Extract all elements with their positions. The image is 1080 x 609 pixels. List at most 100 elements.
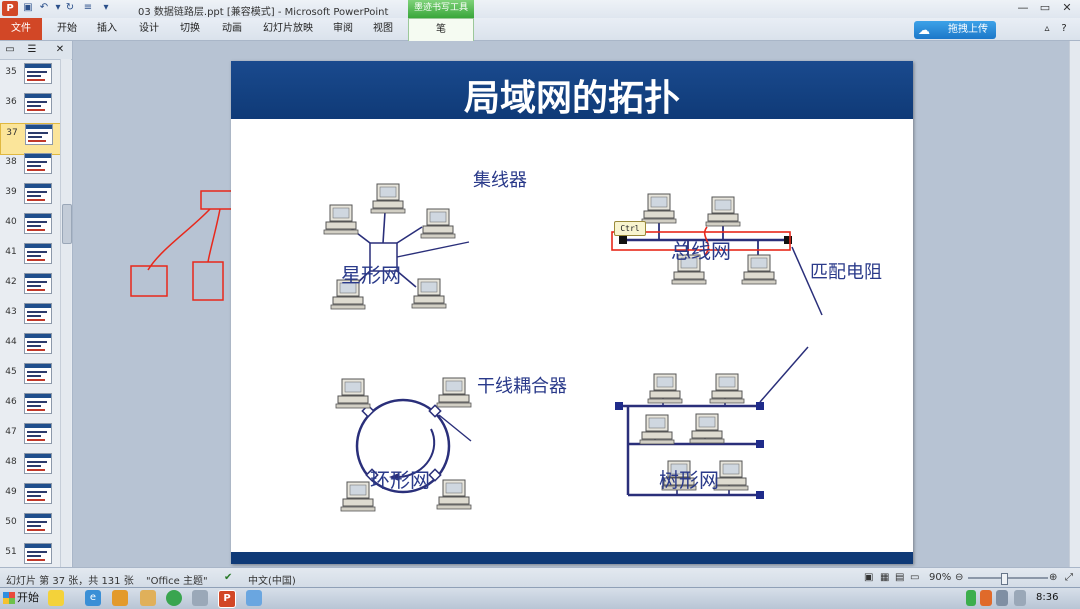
- slide-thumbnail-image: [24, 153, 52, 174]
- slide-thumbnail[interactable]: 41: [0, 243, 60, 273]
- slide-thumbnail[interactable]: 51: [0, 543, 60, 573]
- taskbar-app-icon[interactable]: [48, 590, 64, 606]
- battery-icon: [966, 590, 976, 606]
- slides-tab-icon[interactable]: ▭: [5, 44, 15, 55]
- slide-title-bar: 局域网的拓扑: [231, 61, 913, 119]
- taskbar: 开始 e P 8:36: [0, 587, 1080, 609]
- slide-thumbnail[interactable]: 37: [0, 123, 62, 155]
- slide-number: 49: [5, 487, 17, 497]
- upload-label: 拖拽上传: [948, 24, 988, 35]
- slide-number: 38: [5, 157, 17, 167]
- zoom-level[interactable]: 90%: [929, 572, 952, 583]
- slide-thumbnail[interactable]: 50: [0, 513, 60, 543]
- minimize-icon[interactable]: —: [1017, 1, 1029, 14]
- volume-icon[interactable]: [1014, 590, 1026, 606]
- zoom-slider[interactable]: [968, 573, 1048, 585]
- ink-rect-a: [130, 265, 168, 297]
- browser-icon[interactable]: [166, 590, 182, 606]
- qat-dropdown-icon[interactable]: ▾: [103, 2, 109, 13]
- slideshow-view-icon[interactable]: ▭: [910, 572, 920, 583]
- folder-icon[interactable]: [140, 590, 156, 606]
- slide-thumbnail[interactable]: 47: [0, 423, 60, 453]
- powerpoint-icon: P: [2, 1, 18, 16]
- redo-icon[interactable]: ↻: [65, 2, 75, 13]
- help-icon[interactable]: ?: [1061, 23, 1067, 34]
- powerpoint-taskbar-icon[interactable]: P: [218, 590, 236, 608]
- topology-diagram: [323, 183, 823, 512]
- upload-button[interactable]: ☁ 拖拽上传: [914, 21, 996, 39]
- outline-tab-icon[interactable]: ☰: [27, 44, 37, 55]
- tab-review[interactable]: 审阅: [333, 23, 353, 34]
- slide-number: 43: [5, 307, 17, 317]
- app-icon[interactable]: [112, 590, 128, 606]
- tab-animations[interactable]: 动画: [222, 23, 242, 34]
- ink-bus-rect: [611, 231, 791, 251]
- slide-number: 42: [5, 277, 17, 287]
- slide-thumbnail[interactable]: 49: [0, 483, 60, 513]
- slide-thumbnail[interactable]: 45: [0, 363, 60, 393]
- tab-transitions[interactable]: 切换: [180, 23, 200, 34]
- ie-icon[interactable]: e: [85, 590, 101, 606]
- language[interactable]: 中文(中国): [248, 576, 296, 587]
- workspace-scrollbar[interactable]: [1069, 41, 1080, 567]
- maximize-icon[interactable]: ▭: [1039, 1, 1051, 14]
- slide-thumbnail[interactable]: 46: [0, 393, 60, 423]
- slide-thumbnail-image: [24, 273, 52, 294]
- slide-number: 45: [5, 367, 17, 377]
- slide-thumbnail[interactable]: 44: [0, 333, 60, 363]
- slide-thumbnail[interactable]: 38: [0, 153, 60, 183]
- start-button[interactable]: 开始: [0, 588, 40, 608]
- zoom-slider-knob[interactable]: [1001, 573, 1008, 585]
- slide-sorter-icon[interactable]: ▦: [880, 572, 890, 583]
- ribbon-collapse-icon[interactable]: ▵: [1044, 23, 1050, 34]
- slide-thumbnail-image: [24, 543, 52, 564]
- app-icon-2[interactable]: [192, 590, 208, 606]
- tab-design[interactable]: 设计: [139, 23, 159, 34]
- window-icon[interactable]: [246, 590, 262, 606]
- slide-thumbnail[interactable]: 36: [0, 93, 60, 123]
- scroll-thumb[interactable]: [62, 204, 72, 244]
- close-panel-icon[interactable]: ✕: [55, 44, 65, 55]
- tab-slideshow[interactable]: 幻灯片放映: [263, 23, 313, 34]
- hub-box: [369, 242, 398, 272]
- close-icon[interactable]: ✕: [1062, 1, 1072, 14]
- reading-view-icon[interactable]: ▤: [895, 572, 905, 583]
- slide-thumbnail[interactable]: 40: [0, 213, 60, 243]
- slide-thumbnail-image: [24, 423, 52, 444]
- tray-icon[interactable]: [980, 590, 992, 606]
- slide-number: 44: [5, 337, 17, 347]
- slide-number: 36: [5, 97, 17, 107]
- undo-dropdown-icon[interactable]: ▾: [55, 2, 61, 13]
- slide-thumbnail-image: [24, 183, 52, 204]
- tab-home[interactable]: 开始: [57, 23, 77, 34]
- save-icon[interactable]: ▣: [23, 2, 33, 13]
- zoom-out-icon[interactable]: ⊖: [955, 572, 964, 583]
- slide-thumbnail-image: [24, 93, 52, 114]
- slide-thumbnail-image: [24, 363, 52, 384]
- slide-thumbnail-image: [24, 243, 52, 264]
- slide-thumbnail[interactable]: 48: [0, 453, 60, 483]
- slide-thumbnail[interactable]: 39: [0, 183, 60, 213]
- network-icon[interactable]: [996, 590, 1008, 606]
- slide-thumbnail-image: [24, 483, 52, 504]
- slide-thumbnail[interactable]: 42: [0, 273, 60, 303]
- ctrl-paste-options-tooltip[interactable]: Ctrl: [614, 221, 646, 236]
- zoom-in-icon[interactable]: ⊕: [1049, 572, 1058, 583]
- tab-view[interactable]: 视图: [373, 23, 393, 34]
- tab-insert[interactable]: 插入: [97, 23, 117, 34]
- fit-slide-icon[interactable]: ⤢: [1065, 572, 1073, 583]
- customize-icon[interactable]: ≡: [83, 2, 93, 13]
- tab-pen[interactable]: 笔: [408, 18, 474, 41]
- normal-view-icon[interactable]: ▣: [864, 572, 874, 583]
- slide-number: 47: [5, 427, 17, 437]
- tab-file[interactable]: 文件: [0, 18, 42, 40]
- ink-tools-context-tab: 墨迹书写工具: [408, 0, 474, 18]
- thumbnail-scrollbar[interactable]: [60, 59, 72, 567]
- slide-number: 48: [5, 457, 17, 467]
- slide-canvas[interactable]: 局域网的拓扑: [231, 61, 913, 564]
- slide-thumbnail-image: [24, 303, 52, 324]
- slide-thumbnail[interactable]: 43: [0, 303, 60, 333]
- spellcheck-icon[interactable]: ✔: [224, 572, 233, 583]
- undo-icon[interactable]: ↶: [39, 2, 49, 13]
- slide-thumbnail[interactable]: 35: [0, 63, 60, 93]
